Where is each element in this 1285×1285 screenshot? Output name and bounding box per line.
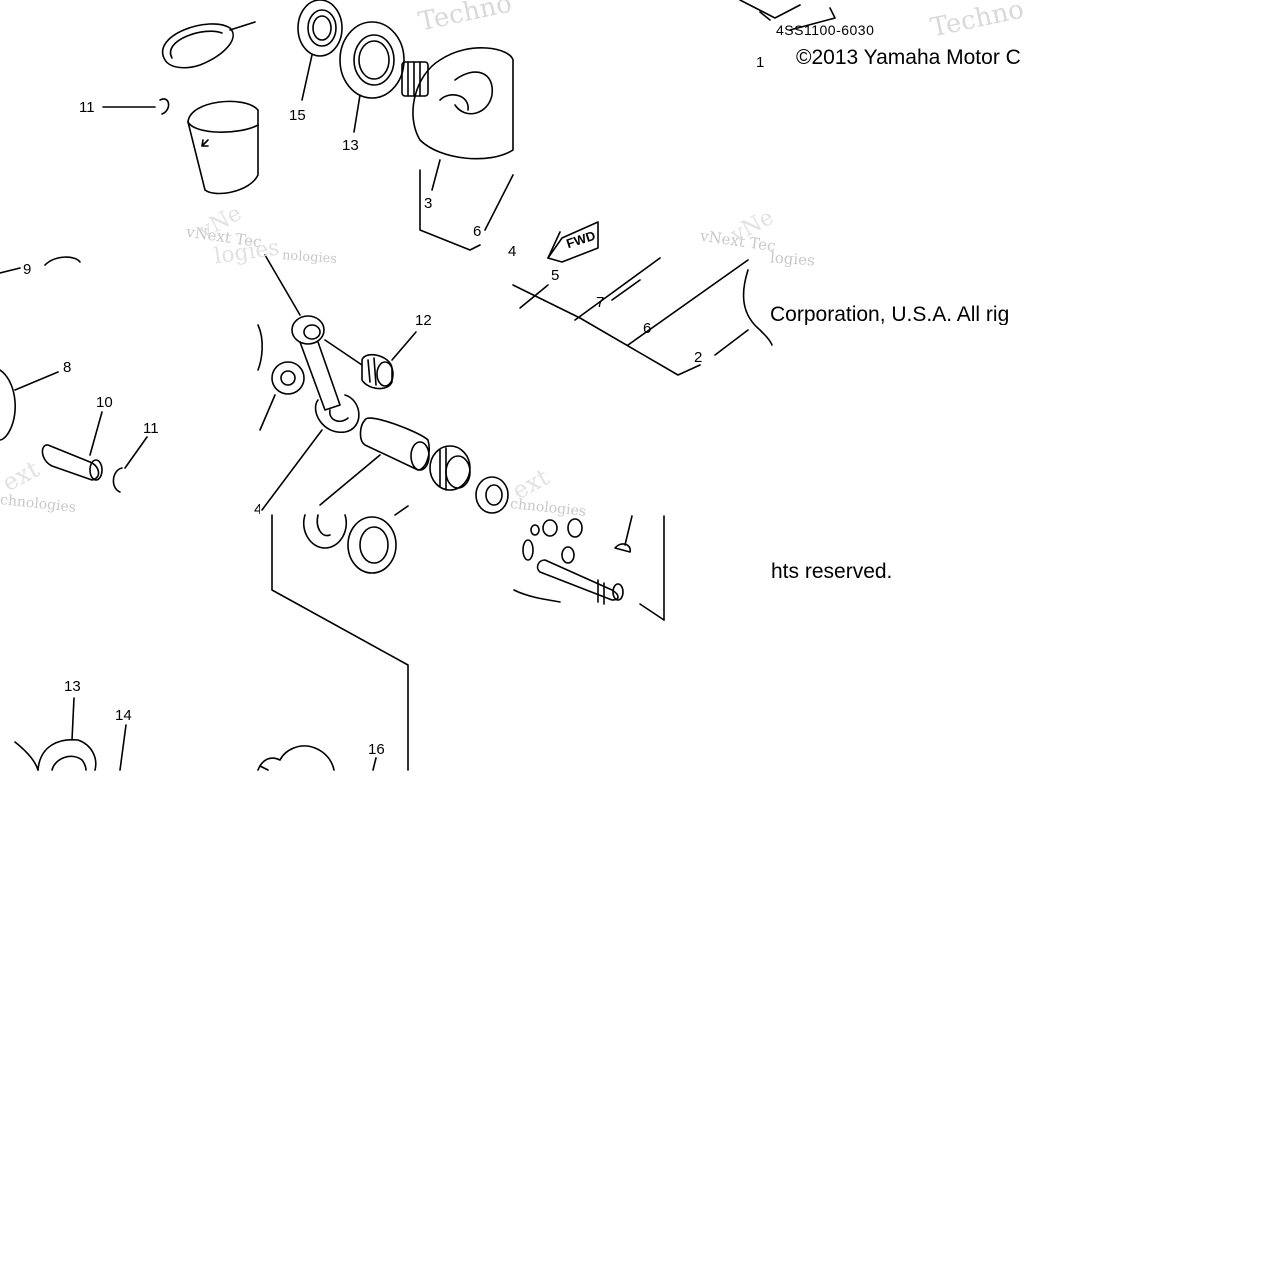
- thrust-washer-left: [257, 324, 305, 431]
- bearing-13-lower: [14, 697, 97, 771]
- callout-2: 2: [694, 349, 703, 366]
- part-code-label: 4SS1100-6030: [776, 22, 875, 38]
- callout-1: 1: [756, 54, 765, 71]
- piston-clip-11-top: [102, 98, 170, 115]
- assembly-bracket-top: [419, 169, 514, 251]
- callout-16: 16: [368, 741, 385, 758]
- crank-left-half: [0, 256, 81, 441]
- rod-leader-4: [261, 429, 323, 511]
- lower-oil-seal: [303, 514, 347, 549]
- connecting-rod: [264, 254, 360, 433]
- callout-4-rod: 4: [254, 502, 260, 517]
- crank-half-16: [257, 745, 377, 771]
- watermark-logies-2: logies: [769, 248, 816, 270]
- callout-5: 5: [551, 267, 560, 284]
- callout-6-top: 6: [473, 223, 482, 240]
- callout-4-top: 4: [508, 243, 517, 260]
- callout-7: 7: [596, 294, 605, 311]
- bearing-13-top: [339, 21, 405, 133]
- crank-wheel-lower: [513, 515, 665, 621]
- callout-9: 9: [23, 261, 32, 278]
- big-end-bearing: [429, 445, 471, 491]
- crank-pin: [319, 417, 430, 506]
- callout-15: 15: [289, 107, 306, 124]
- crank-wheel-3: [401, 47, 514, 191]
- piston-pin-10: [41, 411, 103, 481]
- copyright-line-1: ©2013 Yamaha Motor C: [796, 47, 1021, 68]
- piston-ring-part: [161, 21, 256, 69]
- oil-seal-15: [297, 0, 343, 101]
- callout-13-top: 13: [342, 137, 359, 154]
- lower-bracket: [271, 505, 409, 771]
- small-end-bearing-12: [324, 331, 417, 390]
- callout-11-top: 11: [79, 99, 95, 116]
- callout-3: 3: [424, 195, 433, 212]
- callout-8: 8: [63, 359, 72, 376]
- copyright-line-2: Corporation, U.S.A. All rig: [770, 304, 1010, 325]
- oil-seal-14: [119, 724, 127, 771]
- callout-10: 10: [96, 394, 113, 411]
- clip-11-lower: [112, 436, 148, 493]
- fwd-arrow: [547, 221, 599, 263]
- callout-11-lower: 11: [143, 420, 159, 437]
- copyright-line-3: hts reserved.: [771, 560, 893, 583]
- callout-12: 12: [415, 312, 432, 329]
- thrust-washer-right: [475, 476, 509, 514]
- callout-13-lower: 13: [64, 678, 81, 695]
- piston-part: [187, 100, 259, 195]
- lower-bearing: [347, 516, 397, 574]
- crank-assembly-tip: [739, 0, 836, 31]
- callout-14: 14: [115, 707, 132, 724]
- assembly-bracket-right: [512, 257, 773, 376]
- callout-6-right: 6: [643, 320, 652, 337]
